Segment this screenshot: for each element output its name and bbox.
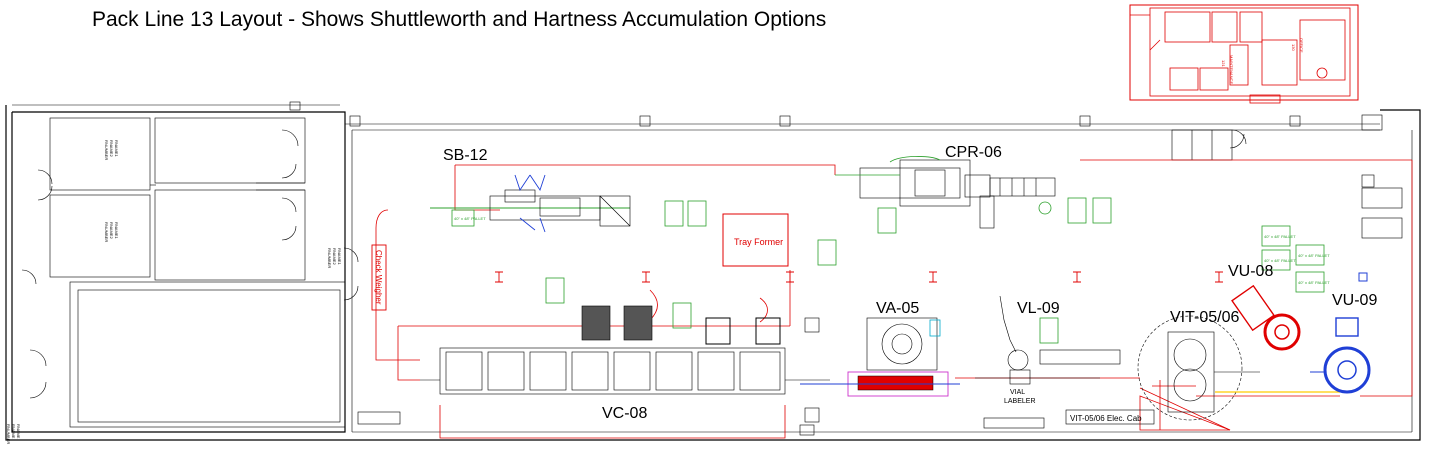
room-name-1: RNAME1 [114, 140, 119, 157]
room-name-2: RNAME2 [109, 222, 114, 239]
pallet-label: 40" x 48" PALLET [454, 216, 486, 221]
vial-labeler-line2: LABELER [1004, 398, 1036, 405]
pallet-label: 40" x 48" PALLET [1298, 253, 1330, 258]
cpr06-machine: CPR-06 [835, 144, 1056, 229]
maintenance-label: MAINTENANCE [1229, 55, 1234, 84]
vit0506-machine: VIT-05/06 VIT-05/06 Elec. Cab [1065, 309, 1340, 425]
office-label: OFFICE [1299, 38, 1304, 53]
pallets [545, 197, 1325, 344]
elec-cab-label: VIT-05/06 Elec. Cab [1070, 414, 1142, 423]
room-number: RNUMBER [327, 248, 332, 268]
pallet-label: 40" x 48" PALLET [1264, 234, 1296, 239]
room-name-1: RNAME1 [114, 222, 119, 239]
tray-former: Tray Former [722, 213, 789, 267]
vc08-label: VC-08 [602, 405, 647, 422]
vl09-machine: VL-09 VIAL LABELER [975, 295, 1121, 429]
office-number: 130 [1291, 44, 1296, 51]
room-name-1: RNAME [16, 424, 21, 439]
cabinet-box [799, 424, 815, 436]
room-labels: RNAME1 RNAME2 RNUMBER RNAME1 RNAME2 RNUM… [6, 140, 342, 444]
sb12-label: SB-12 [443, 147, 488, 164]
vu08-machine: VU-08 [1228, 263, 1301, 351]
page-title: Pack Line 13 Layout - Shows Shuttleworth… [92, 8, 827, 31]
room-name-2: RNAME2 [332, 248, 337, 265]
vu09-machine: VU-09 [1310, 292, 1377, 394]
sb12-machine: SB-12 40" x 48" PALLET [430, 147, 631, 233]
check-weigher: Check Weigher [371, 244, 387, 311]
cabinet-box [357, 411, 401, 425]
cpr06-label: CPR-06 [945, 144, 1002, 161]
building-walls [5, 101, 1421, 441]
vl09-label: VL-09 [1017, 300, 1060, 317]
vu08-label: VU-08 [1228, 263, 1273, 280]
tray-former-label: Tray Former [734, 237, 783, 247]
room-name-2: RNAME [11, 424, 16, 439]
vial-labeler-line1: VIAL [1010, 389, 1025, 396]
room-name-1: RNAME1 [337, 248, 342, 265]
room-number: RNUMBER [6, 424, 11, 444]
check-weigher-label: Check Weigher [374, 250, 383, 305]
pallet-labels: 40" x 48" PALLET 40" x 48" PALLET 40" x … [1264, 234, 1330, 285]
room-number: RNUMBER [104, 222, 109, 242]
pallet-label: 40" x 48" PALLET [1264, 258, 1296, 263]
pallet-label: 40" x 48" PALLET [1298, 280, 1330, 285]
room-number: RNUMBER [104, 140, 109, 160]
vit0506-label: VIT-05/06 [1170, 309, 1239, 326]
vu09-label: VU-09 [1332, 292, 1377, 309]
va05-label: VA-05 [876, 300, 919, 317]
vc08-machine: VC-08 [420, 305, 830, 423]
va05-machine: VA-05 [800, 300, 960, 397]
office-inset: MAINTENANCE 121 OFFICE 130 [1129, 4, 1359, 104]
room-name-2: RNAME2 [109, 140, 114, 157]
column-marker-icon [1358, 272, 1368, 282]
maintenance-number: 121 [1221, 60, 1226, 67]
columns [495, 271, 1223, 283]
